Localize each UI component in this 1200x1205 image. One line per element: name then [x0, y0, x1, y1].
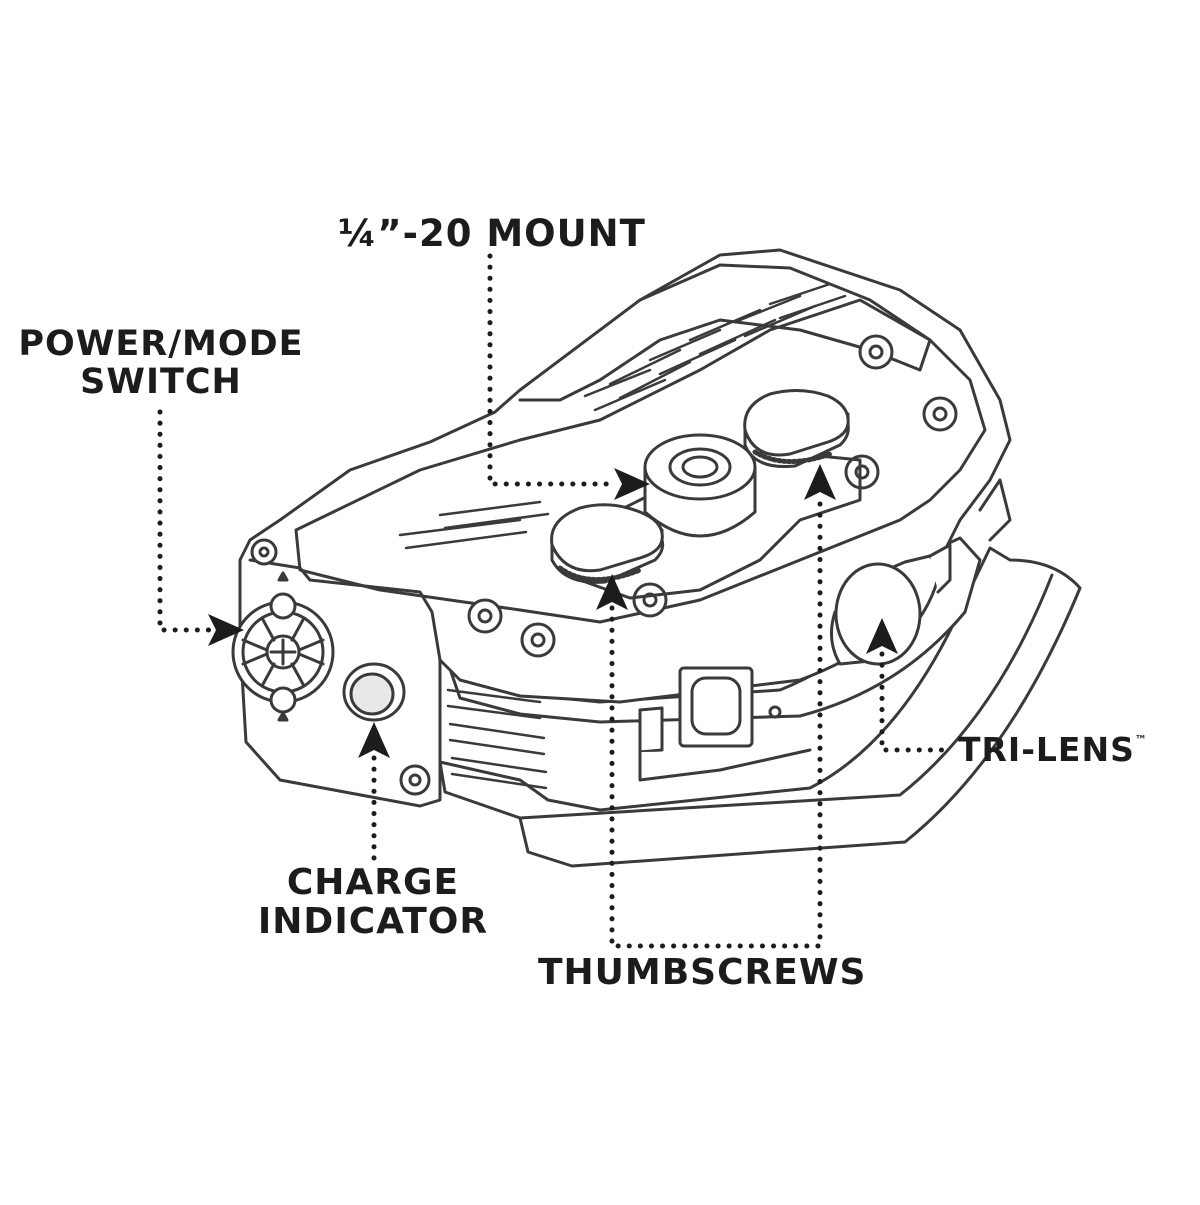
corner-bumper [978, 478, 1012, 542]
rail-grooves [398, 282, 847, 550]
callout-trilens-text: TRI-LENS™ [958, 730, 1148, 769]
front-face-plate [248, 558, 442, 662]
screw-heads [250, 334, 958, 796]
tri-lens-icon [829, 543, 952, 666]
callout-mount-text: ¼”-20 MOUNT [338, 212, 646, 255]
side-fins [446, 688, 548, 790]
arrow-head-icon [614, 468, 650, 500]
callout-tri-lens: TRI-LENS™ [958, 732, 1148, 768]
arrow-head-icon [804, 464, 836, 500]
leader-thumbscrews [609, 495, 823, 949]
callout-mount: ¼”-20 MOUNT [338, 214, 646, 254]
leader-mount [487, 253, 615, 487]
mount-socket-icon [643, 433, 757, 538]
callout-thumbscrews: THUMBSCREWS [538, 952, 867, 993]
arrow-head-icon [208, 614, 244, 646]
callout-charge-indicator: CHARGE INDICATOR [242, 862, 504, 942]
callout-thumbscrews-text: THUMBSCREWS [538, 952, 867, 993]
arrow-head-icon [596, 574, 628, 610]
callout-charge-line1: CHARGE [286, 862, 460, 903]
callout-power-line1: POWER/MODE [18, 324, 304, 364]
base-tray-rim [518, 573, 1054, 820]
mode-switch-dial-icon [231, 571, 335, 722]
side-port [638, 666, 812, 782]
charge-led-icon [342, 662, 406, 722]
callout-trilens-word: TRI-LENS [958, 730, 1135, 769]
arrow-head-icon [358, 722, 390, 758]
trademark-mark: ™ [1134, 733, 1148, 747]
leader-lines [157, 253, 949, 949]
leader-trilens [879, 651, 949, 753]
base-tray [438, 546, 1082, 868]
callout-power-mode-switch: POWER/MODE SWITCH [12, 324, 310, 402]
knurled-thumbscrew-icon [743, 389, 850, 469]
callout-power-line2: SWITCH [80, 361, 242, 402]
knurled-thumbscrew-icon [550, 503, 665, 584]
arrow-head-icon [866, 618, 898, 654]
callout-charge-line2: INDICATOR [257, 900, 489, 942]
leader-power [157, 409, 213, 633]
